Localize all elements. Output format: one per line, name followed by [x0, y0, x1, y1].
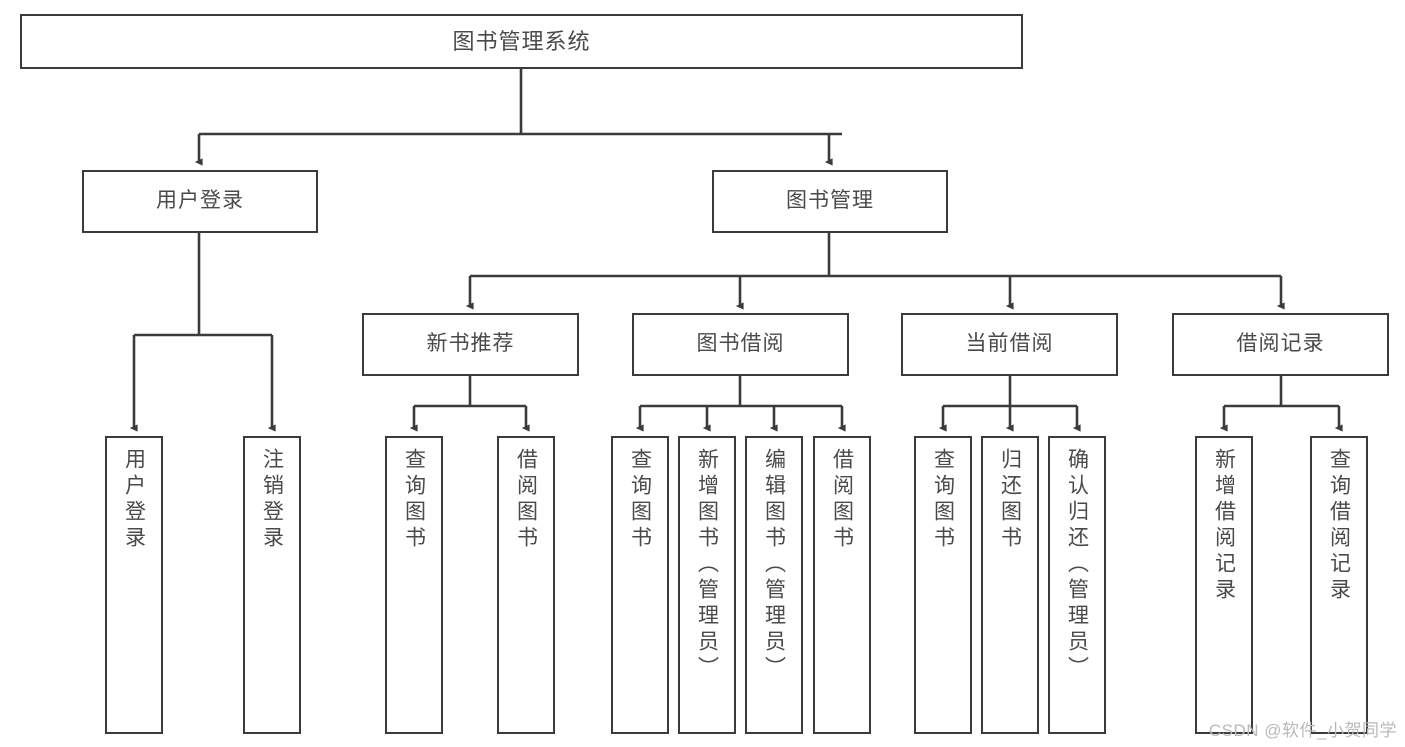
node-label: 查询借阅记录	[1327, 448, 1351, 604]
node-label: 新书推荐	[426, 332, 515, 356]
node-label: 图书管理系统	[452, 28, 591, 54]
node-label: 编辑图书（管理员）	[762, 448, 786, 682]
leaf-new-book-borrow-book[interactable]: 借阅图书	[497, 436, 555, 734]
edges-bookborrow-to-leaves	[635, 376, 846, 432]
node-label: 注销登录	[260, 448, 284, 552]
csdn-watermark: CSDN @软件_小贺同学	[1208, 721, 1397, 740]
node-label: 当前借阅	[965, 332, 1054, 356]
node-label: 查询图书	[628, 448, 652, 552]
node-user-login[interactable]: 用户登录	[82, 170, 318, 233]
node-label: 借阅记录	[1236, 332, 1325, 356]
leaf-new-book-query-book[interactable]: 查询图书	[385, 436, 443, 734]
leaf-book-borrow-query-book[interactable]: 查询图书	[611, 436, 669, 734]
edges-newbook-to-leaves	[409, 376, 530, 432]
node-borrow-record[interactable]: 借阅记录	[1172, 313, 1389, 376]
node-label: 用户登录	[156, 189, 244, 213]
node-book-management[interactable]: 图书管理	[712, 170, 948, 233]
leaf-current-borrow-confirm-return-admin[interactable]: 确认归还（管理员）	[1048, 436, 1106, 734]
node-label: 借阅图书	[514, 448, 538, 552]
node-label: 查询图书	[402, 448, 426, 552]
leaf-book-borrow-borrow-book[interactable]: 借阅图书	[813, 436, 871, 734]
edges-currentborrow-to-leaves	[938, 376, 1081, 432]
node-root-book-management-system[interactable]: 图书管理系统	[20, 14, 1023, 69]
node-label: 归还图书	[998, 448, 1022, 552]
node-label: 用户登录	[122, 448, 146, 552]
node-book-borrow[interactable]: 图书借阅	[632, 313, 849, 376]
node-label: 新增借阅记录	[1212, 448, 1236, 604]
leaf-current-borrow-return-book[interactable]: 归还图书	[981, 436, 1039, 734]
node-label: 借阅图书	[830, 448, 854, 552]
node-label: 图书管理	[786, 189, 874, 213]
node-label: 新增图书（管理员）	[695, 448, 719, 682]
edges-borrowrecord-to-leaves	[1219, 376, 1343, 432]
node-label: 查询图书	[931, 448, 955, 552]
node-new-book-recommendation[interactable]: 新书推荐	[362, 313, 579, 376]
leaf-user-login-logout[interactable]: 注销登录	[243, 436, 301, 734]
leaf-borrow-record-query-record[interactable]: 查询借阅记录	[1310, 436, 1368, 734]
edges-userlogin-to-leaves	[129, 233, 276, 432]
node-label: 确认归还（管理员）	[1065, 448, 1089, 682]
leaf-current-borrow-query-book[interactable]: 查询图书	[914, 436, 972, 734]
node-label: 图书借阅	[696, 332, 785, 356]
edges-bookmgmt-to-level3	[465, 233, 1285, 310]
leaf-book-borrow-add-book-admin[interactable]: 新增图书（管理员）	[678, 436, 736, 734]
leaf-book-borrow-edit-book-admin[interactable]: 编辑图书（管理员）	[745, 436, 803, 734]
edges-root-to-level2	[194, 69, 842, 166]
leaf-user-login-login[interactable]: 用户登录	[105, 436, 163, 734]
leaf-borrow-record-add-record[interactable]: 新增借阅记录	[1195, 436, 1253, 734]
node-current-borrow[interactable]: 当前借阅	[901, 313, 1118, 376]
